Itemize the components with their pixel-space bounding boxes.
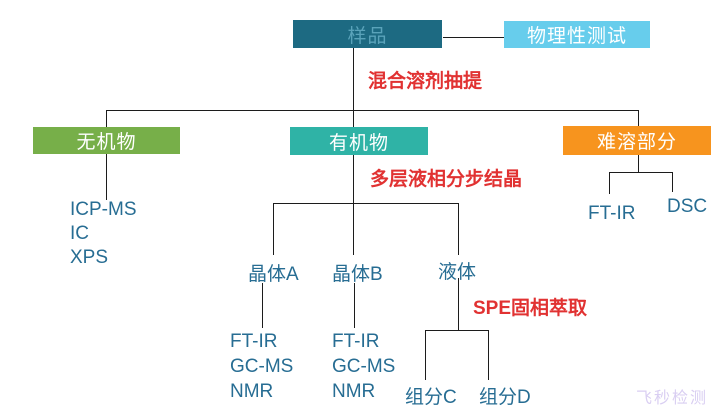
method-item-ftir-b: FT-IR [332,331,380,352]
connector-to-fraction-c [425,330,426,380]
connector-sample-physical [443,37,504,38]
connector-to-dsc [672,172,673,192]
connector-sample-down [353,48,354,110]
method-item-nmr-b: NMR [332,381,376,402]
connector-to-insoluble [638,110,639,126]
connector-to-ftir-insoluble [609,172,610,194]
connector-liquid-branch-horizontal [425,330,488,331]
connector-to-liquid [458,203,459,255]
method-item-dsc: DSC [667,196,708,217]
watermark: 飞秒检测 [636,390,709,407]
connector-to-organic [353,110,354,127]
node-inorganic: 无机物 [33,127,180,154]
method-item-ftir-a: FT-IR [230,331,278,352]
node-physical-test: 物理性测试 [504,21,650,48]
leaf-liquid: 液体 [438,262,477,283]
connector-to-crystal-b [353,203,354,255]
process-label-spe: SPE固相萃取 [473,298,588,319]
connector-level2-horizontal [106,110,638,111]
connector-insoluble-down [638,155,639,172]
connector-organic-branch-horizontal [273,203,458,204]
connector-crystal-a-methods [262,283,263,328]
process-label-extraction: 混合溶剂抽提 [368,71,483,92]
leaf-crystal-b: 晶体B [332,264,383,285]
connector-inorganic-methods [106,154,107,200]
connector-insoluble-branch-horizontal [609,172,672,173]
connector-to-crystal-a [273,203,274,255]
connector-organic-down [353,155,354,203]
method-item-xps: XPS [70,247,109,268]
node-organic: 有机物 [290,127,428,155]
connector-to-inorganic [106,110,107,127]
node-insoluble: 难溶部分 [563,126,711,155]
method-item-icpms: ICP-MS [70,199,137,220]
process-label-crystallization: 多层液相分步结晶 [370,169,523,190]
method-item-ftir-insoluble: FT-IR [588,203,636,224]
method-item-ic: IC [70,223,89,244]
connector-crystal-b-methods [354,283,355,328]
leaf-fraction-d: 组分D [479,387,531,408]
leaf-fraction-c: 组分C [405,387,457,408]
method-item-gcms-a: GC-MS [230,356,294,377]
leaf-crystal-a: 晶体A [248,264,299,285]
connector-liquid-down [458,278,459,330]
method-item-nmr-a: NMR [230,381,274,402]
method-item-gcms-b: GC-MS [332,356,396,377]
connector-to-fraction-d [488,330,489,380]
node-sample: 样品 [293,20,442,48]
